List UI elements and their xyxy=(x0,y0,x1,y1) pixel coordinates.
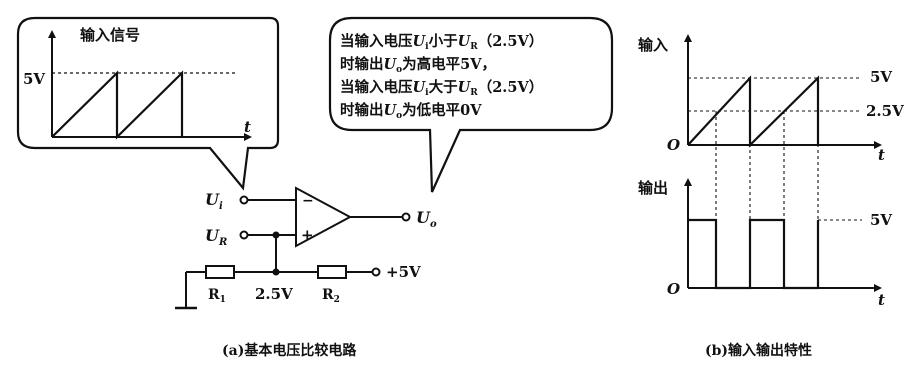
output-characteristic-graph: 输出 O t 5V xyxy=(638,178,892,309)
uo-label: Uo xyxy=(416,208,437,230)
output-square-trace xyxy=(688,218,820,290)
input-axis-t: t xyxy=(244,118,251,136)
resistor-r2 xyxy=(317,265,347,279)
input-level-5v: 5V xyxy=(870,68,892,86)
uo-terminal xyxy=(401,212,411,222)
ur-label: UR xyxy=(205,226,227,248)
circuit-labels: Ui UR Uo − + R1 R2 2.5V +5V xyxy=(205,190,437,305)
explanation-line-1: 当输入电压Ui小于UR（2.5V） xyxy=(340,32,543,52)
explanation-line-2: 时输出Uo为高电平5V， xyxy=(340,55,496,75)
input-signal-title: 输入信号 xyxy=(80,26,140,44)
explanation-bubble: 当输入电压Ui小于UR（2.5V） 时输出Uo为高电平5V， 当输入电压Ui大于… xyxy=(328,16,614,193)
projection-lines xyxy=(715,78,819,288)
input-graph-label: 输入 xyxy=(638,36,668,54)
output-graph-origin: O xyxy=(667,280,680,298)
input-signal-bubble: 输入信号 5V t xyxy=(16,16,280,191)
caption-b: (b)输入输出特性 xyxy=(705,342,812,359)
input-level-label: 5V xyxy=(23,70,45,88)
caption-a: (a)基本电压比较电路 xyxy=(222,342,357,359)
supply-terminal xyxy=(371,267,381,277)
ui-label: Ui xyxy=(205,190,223,212)
resistor-r1 xyxy=(205,265,235,279)
output-level-5v: 5V xyxy=(870,211,892,229)
mid-voltage-label: 2.5V xyxy=(255,285,293,303)
output-graph-label: 输出 xyxy=(638,179,668,197)
r2-label: R2 xyxy=(322,287,340,305)
input-level-2-5v: 2.5V xyxy=(866,102,904,120)
op-amp-symbol xyxy=(295,186,353,248)
input-sawtooth-waveform xyxy=(51,70,184,140)
input-graph-origin: O xyxy=(667,136,680,154)
input-graph-axis-t: t xyxy=(878,146,885,164)
explanation-line-4: 时输出Uo为低电平0V xyxy=(340,101,482,121)
ui-terminal xyxy=(239,195,249,205)
ur-terminal xyxy=(239,230,249,240)
output-graph-axis-t: t xyxy=(878,291,885,309)
r1-label: R1 xyxy=(208,287,226,305)
input-characteristic-graph: 输入 O t 5V 2.5V xyxy=(638,34,904,164)
comparator-circuit xyxy=(175,186,411,310)
supply-voltage-label: +5V xyxy=(386,263,421,281)
explanation-line-3: 当输入电压Ui大于UR（2.5V） xyxy=(340,78,543,98)
noninverting-input-sign: + xyxy=(301,226,314,244)
inverting-input-sign: − xyxy=(302,193,314,209)
